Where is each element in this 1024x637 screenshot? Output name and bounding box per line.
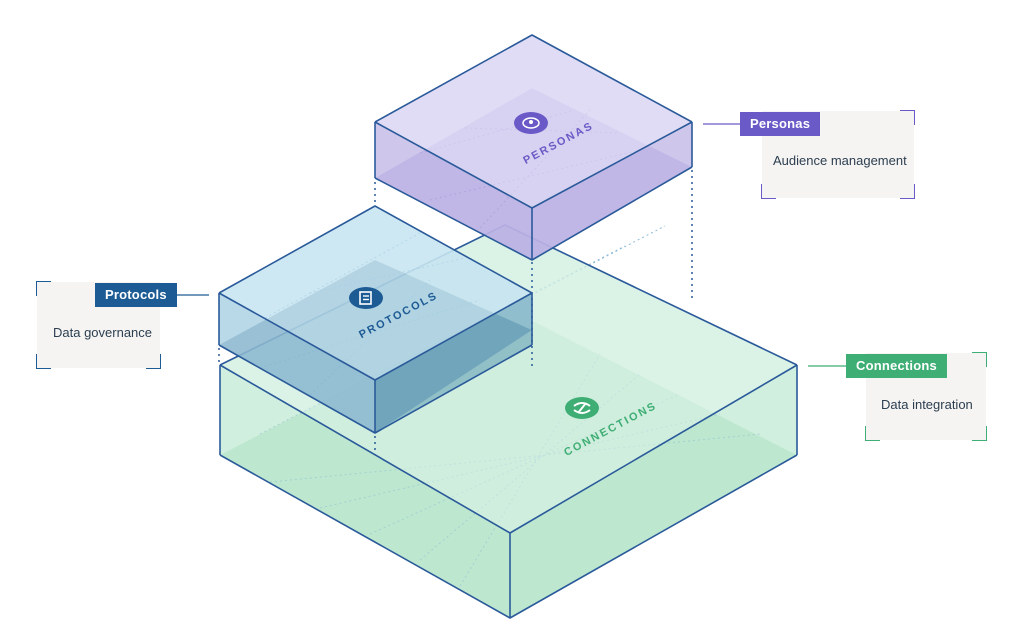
connections-description: Data integration [881,397,973,412]
protocols-callout: Protocols Data governance [36,281,177,369]
callout-corner [36,354,51,369]
protocols-front-right [375,293,532,433]
personas-box: PERSONAS [374,34,693,261]
connections-front-right [510,365,797,618]
guide-lines [218,170,693,455]
callout-corner [146,354,161,369]
protocols-icon [349,287,383,309]
protocols-box: PROTOCOLS [218,205,533,434]
callout-corner [36,281,51,296]
callout-corner [900,184,915,199]
callout-corner [865,426,880,441]
protocols-description: Data governance [53,325,153,340]
connections-front-left [220,365,510,618]
connections-icon [565,397,599,419]
callout-connectors [172,123,846,367]
personas-description: Audience management [773,153,907,168]
personas-callout: Personas Audience management [740,110,915,199]
callout-corner [972,426,987,441]
protocols-front-left [219,293,375,433]
callout-corner [972,352,987,367]
protocols-tag: Protocols [95,283,177,307]
connections-tag: Connections [846,354,947,378]
personas-icon [514,112,548,134]
connections-callout: Connections Data integration [846,352,987,441]
personas-front-left [375,122,532,260]
callout-corner [761,184,776,199]
callout-corner [900,110,915,125]
personas-front-right [532,122,692,260]
personas-tag: Personas [740,112,821,136]
